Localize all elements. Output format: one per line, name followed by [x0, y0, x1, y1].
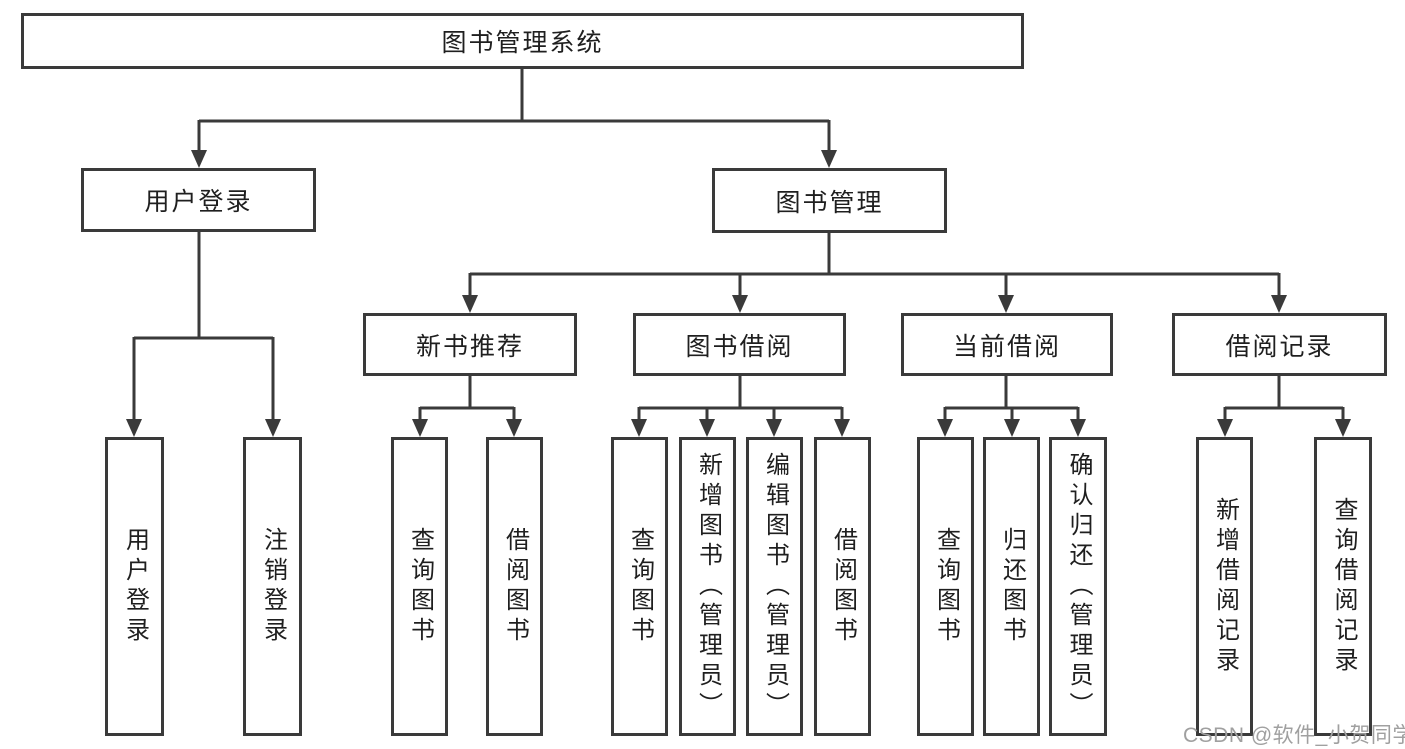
node-book-management: 图书管理: [712, 168, 947, 233]
node-label: 图书借阅: [685, 332, 794, 361]
edge-bookborrow-to-leaves: [631, 376, 850, 437]
leaf-borrow-edit-book: 编辑图书（管理员）: [746, 437, 803, 736]
node-label: 借阅记录: [1225, 332, 1334, 361]
node-borrow-record: 借阅记录: [1172, 313, 1387, 376]
edge-bookmgmt-to-level3: [462, 233, 1287, 313]
leaf-label: 确认归还（管理员）: [1065, 451, 1092, 722]
leaf-label: 查询图书: [626, 526, 654, 647]
leaf-newbook-query: 查询图书: [391, 437, 448, 736]
node-library-system: 图书管理系统: [21, 13, 1024, 69]
leaf-add-borrow-record: 新增借阅记录: [1196, 437, 1253, 736]
leaf-borrow-add-book: 新增图书（管理员）: [679, 437, 736, 736]
edge-newbook-to-leaves: [412, 376, 522, 437]
edge-borrowrecord-to-leaves: [1217, 376, 1351, 437]
leaf-label: 查询图书: [406, 526, 434, 647]
node-label: 图书管理系统: [441, 29, 604, 57]
leaf-current-query: 查询图书: [917, 437, 974, 736]
node-label: 新书推荐: [415, 332, 524, 361]
leaf-label: 借阅图书: [501, 526, 529, 647]
leaf-label: 归还图书: [998, 526, 1026, 647]
edge-root-to-level2: [191, 69, 837, 168]
leaf-borrow-book: 借阅图书: [814, 437, 871, 736]
leaf-label: 编辑图书（管理员）: [761, 451, 789, 722]
leaf-label: 查询图书: [932, 526, 960, 647]
node-label: 图书管理: [775, 188, 884, 217]
leaf-label: 用户登录: [121, 526, 149, 647]
leaf-confirm-return: 确认归还（管理员）: [1049, 437, 1107, 736]
csdn-watermark: CSDN @软件_小贺同学: [1183, 724, 1405, 747]
leaf-label: 查询借阅记录: [1330, 496, 1357, 677]
leaf-label: 新增图书（管理员）: [694, 451, 722, 722]
leaf-return-book: 归还图书: [983, 437, 1040, 736]
node-book-borrow: 图书借阅: [633, 313, 846, 376]
leaf-user-login: 用户登录: [105, 437, 164, 736]
edge-userlogin-to-leaves: [126, 232, 281, 437]
leaf-label: 借阅图书: [829, 526, 857, 647]
edge-currentborrow-to-leaves: [937, 376, 1086, 437]
leaf-query-borrow-record: 查询借阅记录: [1314, 437, 1372, 736]
node-user-login: 用户登录: [81, 168, 316, 232]
leaf-label: 新增借阅记录: [1211, 496, 1239, 677]
leaf-logout: 注销登录: [243, 437, 302, 736]
node-label: 用户登录: [144, 188, 253, 216]
node-new-book-recommend: 新书推荐: [363, 313, 577, 376]
leaf-borrow-query: 查询图书: [611, 437, 668, 736]
node-current-borrow: 当前借阅: [901, 313, 1113, 376]
leaf-newbook-borrow: 借阅图书: [486, 437, 543, 736]
node-label: 当前借阅: [952, 332, 1061, 361]
leaf-label: 注销登录: [259, 526, 287, 647]
